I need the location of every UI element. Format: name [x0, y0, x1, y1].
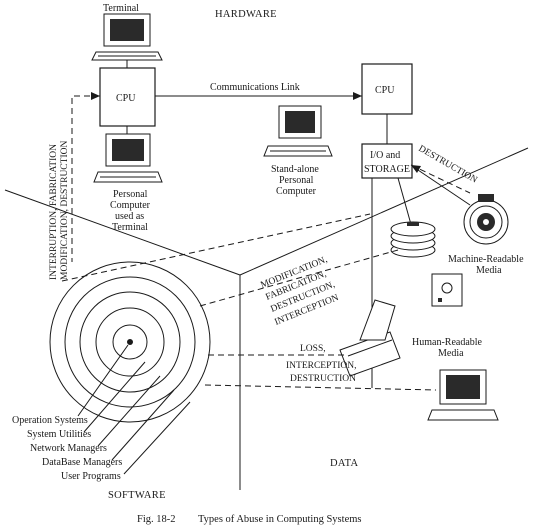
cpu-remote-label: CPU [375, 85, 395, 96]
standalone-pc-label-3: Computer [276, 186, 317, 197]
hardware-threat-arrow [71, 92, 100, 262]
data-loss-label-3: DESTRUCTION [290, 374, 356, 384]
io-storage-label-2: STORAGE [364, 164, 410, 175]
software-layer-3: Network Managers [30, 443, 107, 454]
communications-link-arrow [353, 92, 362, 100]
software-title: SOFTWARE [108, 490, 166, 501]
software-layer-pointers [77, 344, 191, 475]
communications-link-label: Communications Link [210, 82, 300, 93]
disk-pack-icon [390, 221, 436, 258]
io-diskpack-link [397, 177, 413, 229]
human-media-label-1: Human-Readable [412, 337, 483, 348]
personal-computer-icon [93, 133, 163, 183]
terminal-icon [91, 13, 163, 61]
software-layer-5: User Programs [61, 471, 121, 482]
pc-terminal-label-3: used as [115, 211, 144, 222]
destruction-diag-label: DESTRUCTION [417, 144, 479, 186]
data-loss-label-1: LOSS, [300, 344, 326, 354]
machine-media-label-1: Machine-Readable [448, 254, 524, 265]
section-boundaries [4, 147, 529, 490]
data-title: DATA [330, 458, 358, 469]
machine-media-label-2: Media [476, 265, 502, 276]
pc-terminal-label-4: Terminal [112, 222, 148, 233]
hardware-title: HARDWARE [215, 9, 277, 20]
floppy-disk-icon [431, 273, 463, 307]
data-threat-line-1 [61, 213, 371, 282]
pc-terminal-label-2: Computer [110, 200, 151, 211]
monitor-icon [427, 369, 499, 421]
figure-caption-text: Types of Abuse in Computing Systems [198, 514, 361, 525]
data-threat-line-2 [199, 249, 399, 307]
software-layer-2: System Utilities [27, 429, 91, 440]
io-tape-link [411, 165, 471, 206]
destruction-diag-arrow [411, 165, 421, 173]
tape-reel-icon [463, 194, 509, 245]
io-storage-label-1: I/O and [370, 150, 400, 161]
standalone-pc-label-2: Personal [279, 175, 314, 186]
destruction-diag-line [410, 164, 471, 194]
standalone-pc-icon [263, 105, 333, 157]
software-layer-4: DataBase Managers [42, 457, 122, 468]
hardware-threat-label-1: INTERRUPTION, FABRICATION [49, 144, 59, 280]
cpu-main-box [99, 67, 156, 127]
software-target-icon [49, 261, 211, 423]
software-layer-1: Operation Systems [12, 415, 88, 426]
hardware-threat-label-2: MODIFICATION, DESTRUCTION [60, 141, 70, 280]
data-mod-labels: MODIFICATION, FABRICATION, DESTRUCTION, … [259, 255, 340, 328]
pc-terminal-label-1: Personal [113, 189, 148, 200]
human-media-label-2: Media [438, 348, 464, 359]
terminal-label: Terminal [103, 3, 139, 14]
cpu-remote-box [361, 63, 413, 115]
document-printout-icon [339, 299, 401, 377]
io-storage-box [361, 143, 413, 179]
standalone-pc-label-1: Stand-alone [271, 164, 319, 175]
data-loss-label-2: INTERCEPTION, [286, 361, 356, 371]
cpu-main-label: CPU [116, 93, 136, 104]
data-threat-line-4 [204, 384, 437, 391]
figure-caption-label: Fig. 18-2 [137, 514, 176, 525]
